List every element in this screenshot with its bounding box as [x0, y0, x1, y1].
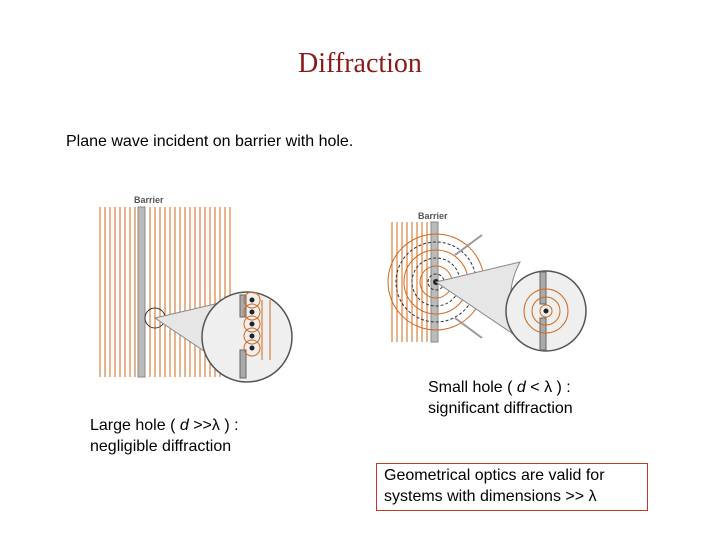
small-hole-suffix: < λ ) : [525, 379, 571, 396]
large-hole-var: d [179, 417, 189, 434]
arrow-up-right [454, 234, 483, 256]
small-hole-figure: Barrier [387, 211, 587, 352]
large-hole-figure: Barrier [99, 195, 293, 383]
subtitle: Plane wave incident on barrier with hole… [66, 133, 354, 150]
zoom-barrier-top [539, 271, 547, 305]
zoom-circular-wave [523, 288, 569, 334]
barrier-label-left: Barrier [134, 195, 164, 205]
wavelet-source-dot [249, 345, 255, 351]
large-hole-suffix: >>λ ) : [188, 417, 239, 434]
large-hole-line1: Large hole ( d >>λ ) : [90, 415, 239, 436]
wavelet [243, 303, 261, 321]
barrier-left [137, 206, 146, 378]
right-zoom-detail [523, 271, 569, 351]
zoom-barrier-top [239, 294, 247, 318]
wavelet [243, 291, 261, 309]
note-line2: systems with dimensions >> λ [384, 488, 597, 505]
zoom-barrier-bottom [539, 317, 547, 351]
geometrical-optics-note: Geometrical optics are valid for systems… [376, 463, 648, 511]
small-hole-var: d [516, 379, 526, 396]
right-wavefronts [391, 222, 428, 342]
zoom-circular-wave [539, 304, 553, 318]
large-hole-line2: negligible diffraction [90, 438, 232, 455]
wavelet-source-dot [249, 333, 255, 339]
small-hole-caption: Small hole ( d < λ ) : significant diffr… [428, 377, 573, 419]
left-zoom-detail [239, 291, 271, 379]
wavelet [243, 339, 261, 357]
note-line1: Geometrical optics are valid for [384, 467, 605, 484]
small-hole-prefix: Small hole ( [428, 379, 517, 396]
barrier-label-right: Barrier [418, 211, 448, 221]
wavelet [243, 327, 261, 345]
wavelet-source-dot [249, 321, 255, 327]
page-title: Diffraction [298, 48, 422, 79]
wavelet-source-dot [249, 309, 255, 315]
wavelet [243, 315, 261, 333]
zoom-circular-wave [531, 296, 561, 326]
small-hole-line2: significant diffraction [428, 400, 573, 417]
arrow-down-right [454, 317, 483, 339]
zoom-hole-point [543, 308, 549, 314]
small-hole-line1: Small hole ( d < λ ) : [428, 377, 573, 398]
large-hole-caption: Large hole ( d >>λ ) : negligible diffra… [90, 415, 239, 457]
zoom-barrier-bottom [239, 349, 247, 379]
wavelet-source-dot [249, 297, 255, 303]
large-hole-prefix: Large hole ( [90, 417, 180, 434]
